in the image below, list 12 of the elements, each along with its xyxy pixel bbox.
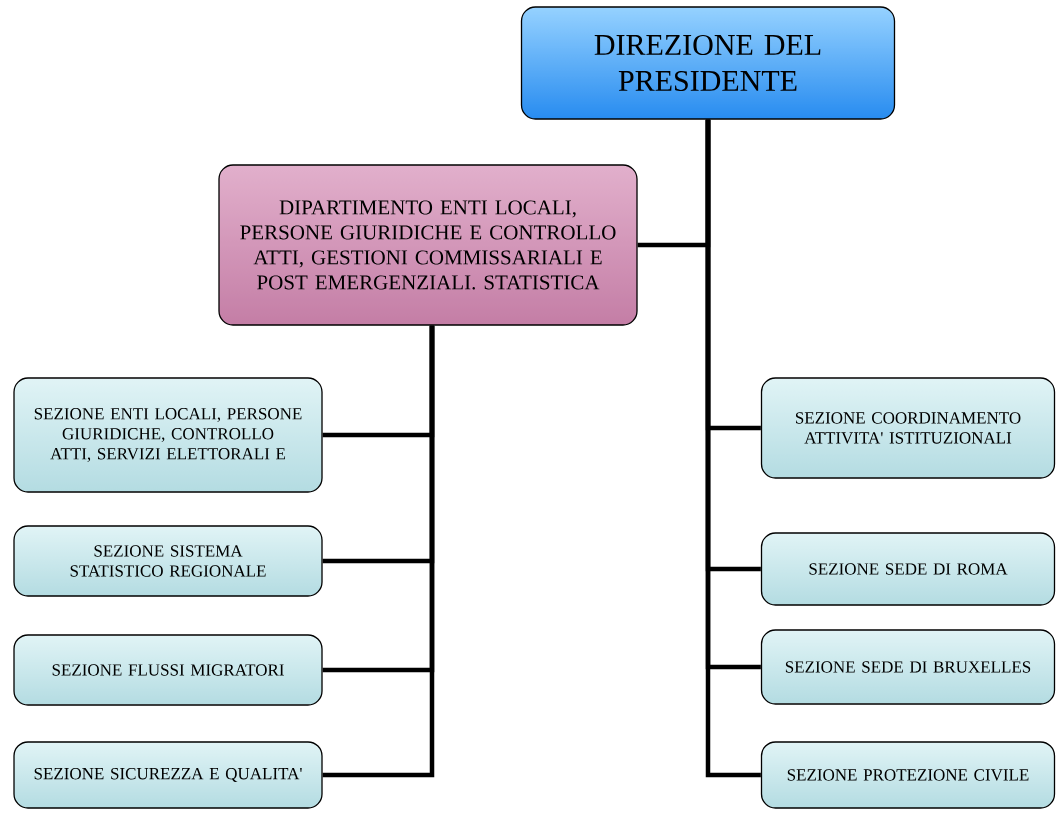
section-box: SEZIONE SEDE DI BRUXELLES — [760, 629, 1056, 705]
connector-line — [322, 325, 435, 778]
section-box: SEZIONE SEDE DI ROMA — [760, 532, 1056, 606]
president-box: DIREZIONE DEL PRESIDENTE — [520, 6, 896, 120]
section-box: SEZIONE FLUSSI MIGRATORI — [13, 634, 323, 706]
connector-line — [705, 119, 761, 778]
section-box: SEZIONE ENTI LOCALI, PERSONE GIURIDICHE, CONTROLLO ATTI, SERVIZI ELETTORALI E — [13, 377, 323, 493]
department-box: DIPARTIMENTO ENTI LOCALI, PERSONE GIURIDICHE E CONTROLLO ATTI, GESTIONI COMMISSARIALI E POST EMERGENZIALI. STATISTICA — [218, 164, 638, 326]
section-box: SEZIONE SISTEMA STATISTICO REGIONALE — [13, 525, 323, 597]
section-box: SEZIONE SICUREZZA E QUALITA' — [13, 741, 323, 809]
section-box: SEZIONE COORDINAMENTO ATTIVITA' ISTITUZIONALI — [760, 377, 1056, 479]
section-box: SEZIONE PROTEZIONE CIVILE — [760, 741, 1056, 809]
